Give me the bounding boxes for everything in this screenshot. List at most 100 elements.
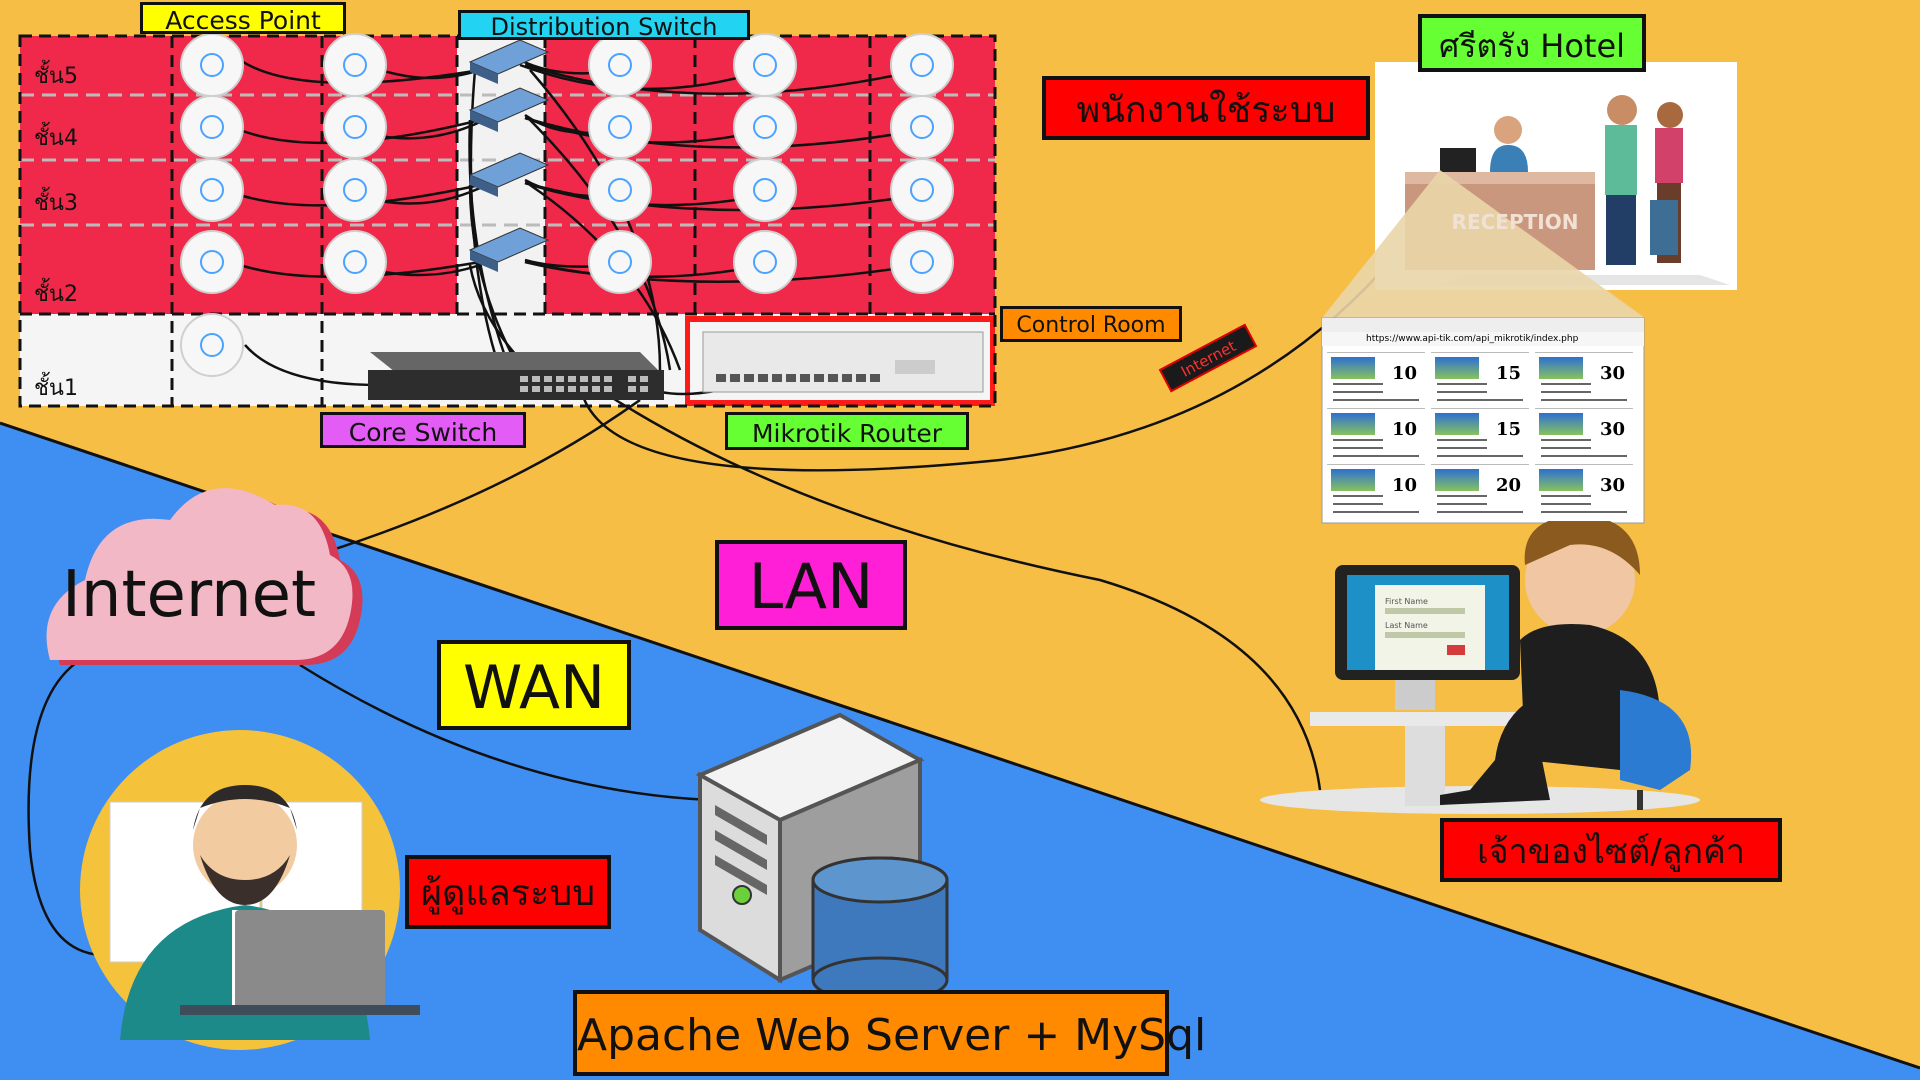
distribution-switch-side [470,62,498,84]
voucher-ticket: 15 [1431,408,1529,465]
access-point-led [910,115,934,139]
admin-illustration [80,730,420,1050]
access-point-icon [890,33,954,97]
voucher-text-line [1437,439,1487,441]
voucher-text-line [1333,511,1419,513]
distribution-switch-side [470,175,498,197]
access-point-icon [323,33,387,97]
voucher-text-line [1541,455,1627,457]
access-point-icon [323,158,387,222]
distribution-switch-side [470,110,498,132]
voucher-text-line [1333,391,1383,393]
access-point-icon [588,230,652,294]
browser-url: https://www.api-tik.com/api_mikrotik/ind… [1366,334,1579,344]
voucher-price: 10 [1391,419,1417,440]
voucher-text-line [1541,511,1627,513]
access-point-icon [180,33,244,97]
voucher-logo [1331,357,1375,379]
access-point-icon [733,158,797,222]
access-point-led [608,53,632,77]
voucher-price: 30 [1599,363,1625,384]
voucher-text-line [1333,439,1383,441]
voucher-ticket: 30 [1535,464,1633,521]
access-point-led [343,53,367,77]
access-point-icon [180,158,244,222]
voucher-logo [1539,357,1583,379]
distribution-switch-side [470,250,498,272]
floor-label: ชั้น2 [34,282,78,307]
voucher-text-line [1333,383,1383,385]
reception-sign: RECEPTION [1451,210,1579,234]
control-room-label: Control Room [1000,306,1182,342]
voucher-text-line [1437,495,1487,497]
access-point-icon [890,95,954,159]
voucher-price: 20 [1495,475,1521,496]
access-point-led [910,53,934,77]
form-last-name: Last Name [1385,621,1428,630]
access-point-icon [733,230,797,294]
access-point-led [753,250,777,274]
voucher-text-line [1333,447,1383,449]
voucher-text-line [1541,447,1591,449]
access-point-icon [323,230,387,294]
access-point-icon [180,313,244,377]
access-point-led [200,333,224,357]
voucher-ticket: 10 [1327,464,1425,521]
voucher-text-line [1333,495,1383,497]
distribution-switches [468,39,550,272]
access-point-led [200,250,224,274]
mikrotik-router-label: Mikrotik Router [725,412,969,450]
core-switch-label: Core Switch [320,412,526,448]
staff-label: พนักงานใช้ระบบ [1042,76,1370,140]
mikrotik-router-device [702,331,984,393]
voucher-text-line [1333,455,1419,457]
voucher-logo [1539,469,1583,491]
access-point-icon [890,158,954,222]
voucher-text-line [1541,399,1627,401]
floor-label: ชั้น3 [34,191,78,216]
access-point-icon [588,33,652,97]
access-point-icon [733,95,797,159]
access-point-icon [588,95,652,159]
voucher-ticket: 30 [1535,352,1633,409]
core-switch-device [368,352,664,400]
access-points [180,33,954,377]
web-server-label: Apache Web Server + MySql [573,990,1206,1076]
reception-pointer [1322,170,1645,318]
voucher-text-line [1437,383,1487,385]
access-point-led [200,115,224,139]
hotel-label: ศรีตรัง Hotel [1418,14,1646,72]
web-server-illustration [695,712,949,1004]
access-point-led [753,178,777,202]
voucher-ticket: 10 [1327,352,1425,409]
lan-label: LAN [715,540,907,630]
access-point-icon [890,230,954,294]
voucher-ticket: 30 [1535,408,1633,465]
owner-label: เจ้าของไซต์/ลูกค้า [1440,818,1782,882]
voucher-logo [1539,413,1583,435]
access-point-led [343,250,367,274]
voucher-price: 15 [1495,419,1521,440]
access-point-led [910,250,934,274]
voucher-text-line [1437,455,1523,457]
access-point-led [608,178,632,202]
access-point-icon [323,95,387,159]
access-point-led [200,53,224,77]
voucher-price: 30 [1599,475,1625,496]
access-point-led [343,115,367,139]
voucher-ticket: 20 [1431,464,1529,521]
voucher-text-line [1333,503,1383,505]
wan-label: WAN [437,640,631,730]
distribution-switch-label: Distribution Switch [458,10,750,40]
access-point-icon [733,33,797,97]
access-point-led [608,115,632,139]
voucher-ticket: 10 [1327,408,1425,465]
access-point-label: Access Point [140,2,346,34]
voucher-text-line [1437,391,1487,393]
voucher-text-line [1437,503,1487,505]
admin-label: ผู้ดูแลระบบ [405,855,611,929]
voucher-price: 15 [1495,363,1521,384]
voucher-text-line [1437,511,1523,513]
floor-label: ชั้น5 [34,64,78,89]
